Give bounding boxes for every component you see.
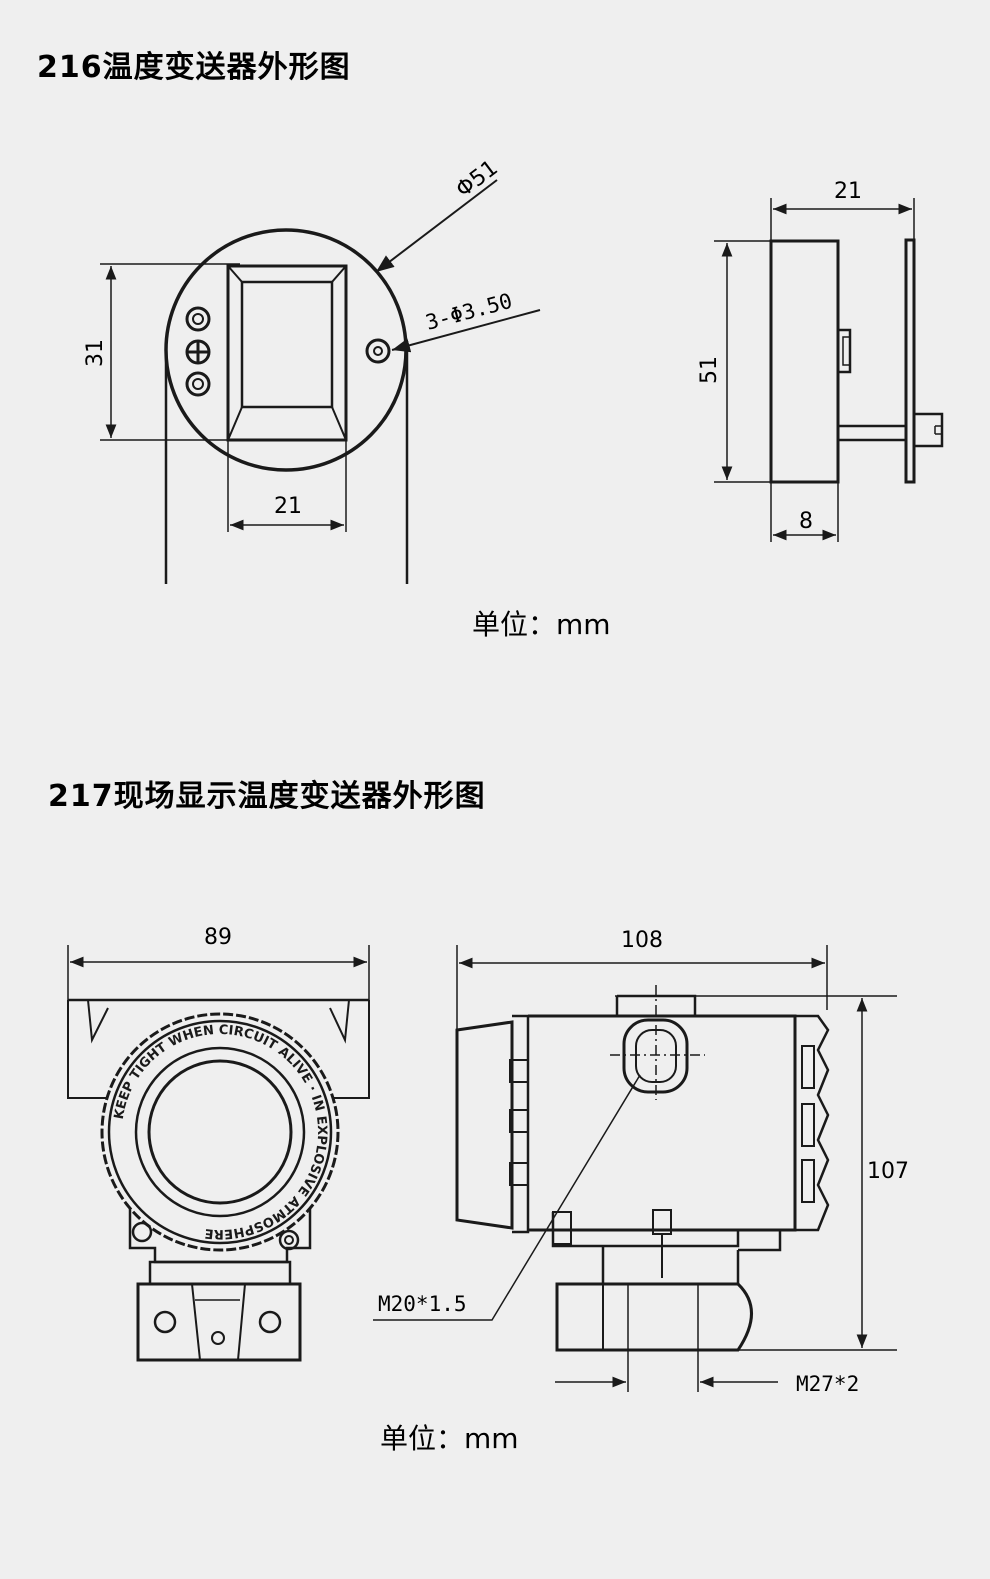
dim-51: 51 [697,356,722,384]
section-216-title: 216温度变送器外形图 [37,50,351,85]
dim-21-depth: 21 [834,179,862,204]
dim-m27: M27*2 [796,1372,859,1396]
section-217-title: 217现场显示温度变送器外形图 [48,779,486,814]
dim-m20: M20*1.5 [378,1292,467,1316]
dim-89: 89 [204,925,232,950]
unit-note-217: 单位：mm [380,1422,519,1455]
dim-8: 8 [799,509,813,534]
dim-31: 31 [83,339,108,367]
side-view-216 [714,198,944,542]
side-view-217 [373,945,897,1392]
unit-note-216: 单位：mm [472,608,611,641]
front-view-216 [100,179,541,584]
cover-ring-text: KEEP TIGHT WHEN CIRCUIT ALIVE · IN EXPLO… [112,1023,329,1241]
front-view-217 [67,945,370,1362]
dim-21-window: 21 [274,494,302,519]
dim-108: 108 [621,928,663,953]
dim-107: 107 [867,1159,909,1184]
dim-holes: 3-Φ3.50 [423,289,515,335]
